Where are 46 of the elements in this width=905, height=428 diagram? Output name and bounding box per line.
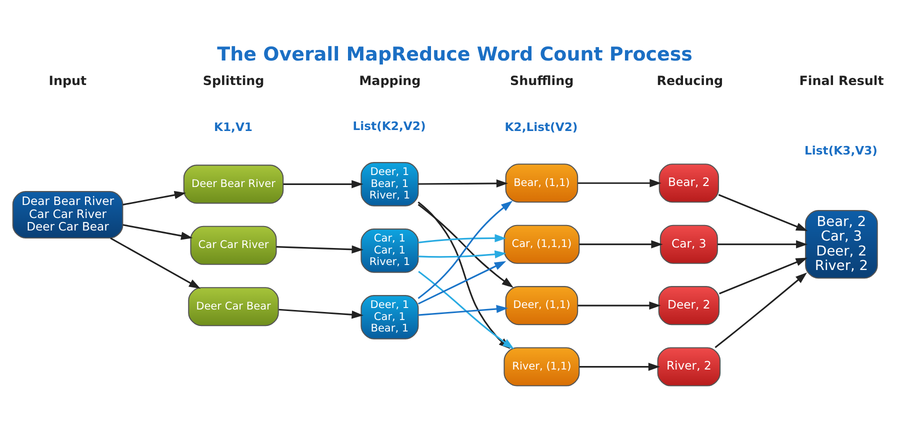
arrow (718, 194, 808, 232)
node-box: Bear, 2 Car, 3 Deer, 2 River, 2 (805, 210, 878, 279)
arrow (418, 250, 506, 258)
arrow (283, 180, 364, 188)
arrow (418, 304, 508, 316)
node-box: River, (1,1) (504, 347, 580, 386)
node-box: Car, (1,1,1) (504, 224, 580, 264)
label: K2,List(V2) (504, 120, 578, 134)
arrow (122, 191, 186, 206)
label: Shuffling (510, 73, 574, 88)
label: Mapping (359, 73, 421, 88)
label: K1,V1 (214, 120, 253, 134)
node-box: Dear Bear River Car Car River Deer Car Bear (12, 191, 124, 239)
node-box: Bear, 2 (658, 164, 719, 203)
arrow (579, 240, 663, 248)
arrow (110, 238, 201, 289)
arrow (714, 272, 808, 348)
label: Final Result (799, 73, 884, 88)
node-box: Deer, 1 Bear, 1 River, 1 (360, 162, 419, 206)
label: Reducing (656, 73, 724, 88)
arrow (418, 261, 506, 305)
node-box: Car, 1 Car, 1 River, 1 (360, 228, 419, 273)
node-box: Deer, 2 (658, 286, 720, 326)
arrow (719, 258, 808, 294)
node-box: Deer Car Bear (188, 287, 279, 326)
diagram-title: The Overall MapReduce Word Count Process (217, 44, 693, 66)
label: Splitting (202, 73, 264, 88)
node-box: River, 2 (657, 347, 721, 386)
arrow (418, 234, 506, 244)
arrow (578, 301, 661, 310)
node-box: Deer, 1 Car, 1 Bear, 1 (360, 295, 419, 340)
node-box: Deer, (1,1) (505, 286, 578, 326)
arrow (578, 179, 662, 188)
arrow (579, 362, 660, 371)
node-box: Car Car River (190, 226, 277, 265)
label: Input (48, 73, 87, 88)
arrow (418, 179, 508, 188)
arrow (122, 224, 193, 240)
node-box: Bear, (1,1) (505, 164, 578, 203)
node-box: Deer Bear River (183, 164, 284, 204)
label: List(K2,V2) (352, 119, 426, 134)
node-box: Car, 3 (660, 224, 718, 264)
arrow (718, 240, 808, 248)
label: List(K3,V3) (804, 143, 878, 158)
arrow (276, 245, 364, 254)
arrow (278, 308, 364, 319)
